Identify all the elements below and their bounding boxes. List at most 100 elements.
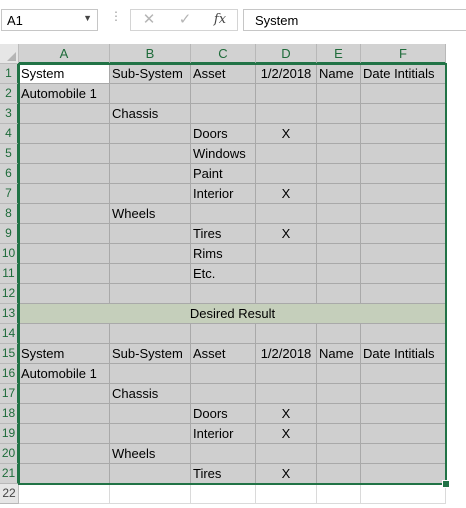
cell-c7[interactable]: Interior bbox=[191, 184, 256, 204]
row-header-4[interactable]: 4 bbox=[0, 124, 19, 144]
cell-b3[interactable]: Chassis bbox=[110, 104, 191, 124]
cell-b19[interactable] bbox=[110, 424, 191, 444]
cell-f3[interactable] bbox=[361, 104, 446, 124]
cell-d22[interactable] bbox=[256, 484, 317, 504]
cell-a14[interactable] bbox=[19, 324, 110, 344]
cell-f4[interactable] bbox=[361, 124, 446, 144]
cell-f22[interactable] bbox=[361, 484, 446, 504]
cell-e20[interactable] bbox=[317, 444, 361, 464]
cell-b20[interactable]: Wheels bbox=[110, 444, 191, 464]
cell-f20[interactable] bbox=[361, 444, 446, 464]
cell-e19[interactable] bbox=[317, 424, 361, 444]
cell-b6[interactable] bbox=[110, 164, 191, 184]
row-header-10[interactable]: 10 bbox=[0, 244, 19, 264]
cell-f19[interactable] bbox=[361, 424, 446, 444]
cell-d5[interactable] bbox=[256, 144, 317, 164]
cell-d12[interactable] bbox=[256, 284, 317, 304]
cell-e9[interactable] bbox=[317, 224, 361, 244]
cell-d8[interactable] bbox=[256, 204, 317, 224]
cell-d6[interactable] bbox=[256, 164, 317, 184]
cell-c10[interactable]: Rims bbox=[191, 244, 256, 264]
row-header-2[interactable]: 2 bbox=[0, 84, 19, 104]
cell-e10[interactable] bbox=[317, 244, 361, 264]
cell-a19[interactable] bbox=[19, 424, 110, 444]
cell-d20[interactable] bbox=[256, 444, 317, 464]
cell-a10[interactable] bbox=[19, 244, 110, 264]
cell-a11[interactable] bbox=[19, 264, 110, 284]
fill-handle[interactable] bbox=[442, 480, 450, 488]
cell-f1[interactable]: Date Intitials bbox=[361, 64, 446, 84]
row-header-6[interactable]: 6 bbox=[0, 164, 19, 184]
cell-b8[interactable]: Wheels bbox=[110, 204, 191, 224]
cell-e2[interactable] bbox=[317, 84, 361, 104]
cell-c3[interactable] bbox=[191, 104, 256, 124]
cell-a5[interactable] bbox=[19, 144, 110, 164]
cell-d19[interactable]: X bbox=[256, 424, 317, 444]
cell-b10[interactable] bbox=[110, 244, 191, 264]
cell-f12[interactable] bbox=[361, 284, 446, 304]
cell-f11[interactable] bbox=[361, 264, 446, 284]
cell-a1[interactable]: System bbox=[19, 64, 110, 84]
name-box[interactable]: A1 ▼ bbox=[1, 9, 98, 31]
cell-b12[interactable] bbox=[110, 284, 191, 304]
row-header-15[interactable]: 15 bbox=[0, 344, 19, 364]
cell-b17[interactable]: Chassis bbox=[110, 384, 191, 404]
row-header-13[interactable]: 13 bbox=[0, 304, 19, 324]
cell-d21[interactable]: X bbox=[256, 464, 317, 484]
cell-e17[interactable] bbox=[317, 384, 361, 404]
cell-f18[interactable] bbox=[361, 404, 446, 424]
cell-a4[interactable] bbox=[19, 124, 110, 144]
column-header-b[interactable]: B bbox=[110, 44, 191, 64]
cell-e3[interactable] bbox=[317, 104, 361, 124]
cell-d17[interactable] bbox=[256, 384, 317, 404]
cell-a9[interactable] bbox=[19, 224, 110, 244]
cell-d16[interactable] bbox=[256, 364, 317, 384]
cell-e18[interactable] bbox=[317, 404, 361, 424]
cell-e14[interactable] bbox=[317, 324, 361, 344]
cell-a16[interactable]: Automobile 1 bbox=[19, 364, 110, 384]
row-header-5[interactable]: 5 bbox=[0, 144, 19, 164]
row-header-17[interactable]: 17 bbox=[0, 384, 19, 404]
column-header-e[interactable]: E bbox=[317, 44, 361, 64]
cell-b5[interactable] bbox=[110, 144, 191, 164]
row-header-8[interactable]: 8 bbox=[0, 204, 19, 224]
formula-input[interactable]: System bbox=[243, 9, 466, 31]
more-options-icon[interactable]: ⋮ bbox=[110, 9, 122, 23]
cell-d4[interactable]: X bbox=[256, 124, 317, 144]
cell-a18[interactable] bbox=[19, 404, 110, 424]
cell-e11[interactable] bbox=[317, 264, 361, 284]
merged-cell-desired-result[interactable]: Desired Result bbox=[19, 304, 446, 324]
cell-e8[interactable] bbox=[317, 204, 361, 224]
cell-c19[interactable]: Interior bbox=[191, 424, 256, 444]
cell-f7[interactable] bbox=[361, 184, 446, 204]
cell-d7[interactable]: X bbox=[256, 184, 317, 204]
cell-f10[interactable] bbox=[361, 244, 446, 264]
cell-b21[interactable] bbox=[110, 464, 191, 484]
column-header-d[interactable]: D bbox=[256, 44, 317, 64]
cell-a17[interactable] bbox=[19, 384, 110, 404]
cell-e12[interactable] bbox=[317, 284, 361, 304]
cell-b16[interactable] bbox=[110, 364, 191, 384]
cell-b14[interactable] bbox=[110, 324, 191, 344]
cell-f8[interactable] bbox=[361, 204, 446, 224]
cell-d18[interactable]: X bbox=[256, 404, 317, 424]
cell-c20[interactable] bbox=[191, 444, 256, 464]
cell-b22[interactable] bbox=[110, 484, 191, 504]
cell-a20[interactable] bbox=[19, 444, 110, 464]
cell-c8[interactable] bbox=[191, 204, 256, 224]
cell-b11[interactable] bbox=[110, 264, 191, 284]
cell-c2[interactable] bbox=[191, 84, 256, 104]
column-header-f[interactable]: F bbox=[361, 44, 446, 64]
cell-d2[interactable] bbox=[256, 84, 317, 104]
cell-e4[interactable] bbox=[317, 124, 361, 144]
cell-a12[interactable] bbox=[19, 284, 110, 304]
cell-a8[interactable] bbox=[19, 204, 110, 224]
cell-b4[interactable] bbox=[110, 124, 191, 144]
cell-b7[interactable] bbox=[110, 184, 191, 204]
cell-c1[interactable]: Asset bbox=[191, 64, 256, 84]
cell-c6[interactable]: Paint bbox=[191, 164, 256, 184]
cell-a7[interactable] bbox=[19, 184, 110, 204]
cell-c15[interactable]: Asset bbox=[191, 344, 256, 364]
cell-a22[interactable] bbox=[19, 484, 110, 504]
cell-e15[interactable]: Name bbox=[317, 344, 361, 364]
